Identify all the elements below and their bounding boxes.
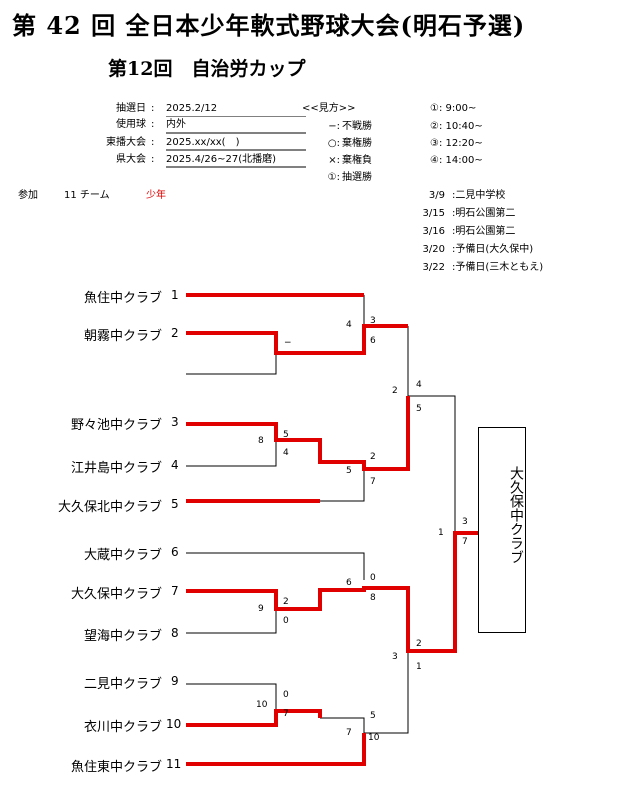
team-name: 江井島中クラブ — [70, 461, 162, 476]
team-name: 魚住中クラブ — [83, 291, 162, 306]
legend-mark: ○: — [327, 138, 340, 149]
score-bottom: 8 — [370, 593, 376, 603]
schedule-date: 3/22 — [422, 262, 445, 273]
team-name: 大久保中クラブ — [70, 587, 162, 602]
score-bottom: 6 — [370, 336, 376, 346]
bye-mark: − — [284, 338, 292, 348]
score-top: 0 — [370, 573, 376, 583]
team-number: 5 — [171, 497, 179, 511]
score-bottom: 4 — [283, 448, 289, 458]
bracket-lines-win — [186, 293, 478, 766]
score-top: 2 — [416, 639, 422, 649]
legend-text: 抽選勝 — [342, 172, 372, 183]
team-number: 9 — [171, 674, 179, 688]
score-bottom: 0 — [283, 616, 289, 626]
tournament-title: 第 42 回 全日本少年軟式野球大会(明石予選) — [12, 11, 526, 40]
info-label-draw-date: 抽選日 — [116, 103, 146, 114]
participation-count: 11 チーム — [64, 190, 110, 201]
score-top: 5 — [283, 430, 289, 440]
score-top: 2 — [283, 597, 289, 607]
legend-text: 棄権負 — [342, 155, 372, 166]
score-bottom: 7 — [370, 477, 376, 487]
score-top: 3 — [462, 517, 468, 527]
team-number: 7 — [171, 584, 179, 598]
match-number: 9 — [258, 604, 264, 614]
info-sep: : — [151, 103, 155, 114]
team-number: 8 — [171, 626, 179, 640]
score-top: 3 — [370, 316, 376, 326]
team-name: 大蔵中クラブ — [83, 548, 162, 563]
score-top: 5 — [370, 711, 376, 721]
schedule-place: :予備日(大久保中) — [452, 244, 534, 255]
score-bottom: 7 — [283, 709, 289, 719]
schedule-date: 3/9 — [428, 190, 445, 201]
info-value-ball: 内外 — [166, 119, 186, 130]
info-sep: : — [151, 137, 155, 148]
match-number: 4 — [346, 320, 352, 330]
team-number: 10 — [166, 717, 182, 731]
schedule-place: :明石公園第二 — [452, 226, 516, 237]
legend-mark: −: — [328, 121, 340, 132]
tournament-subtitle: 第12回 自治労カップ — [108, 58, 306, 80]
team-name: 二見中クラブ — [83, 677, 162, 692]
time-slot-2: ②: 10:40~ — [430, 121, 483, 132]
legend-text: 棄権勝 — [342, 138, 372, 149]
score-bottom: 1 — [416, 662, 422, 672]
legend-mark: ×: — [328, 155, 340, 166]
participation-category: 少年 — [146, 190, 166, 201]
info-label-prefecture: 県大会 — [116, 154, 146, 165]
team-name: 魚住東中クラブ — [70, 760, 162, 775]
score-top: 0 — [283, 690, 289, 700]
match-number: 2 — [392, 386, 398, 396]
info-sep: : — [151, 119, 155, 130]
team-number: 4 — [171, 458, 179, 472]
champion-name: 大久保中クラブ — [508, 466, 524, 564]
team-name: 大久保北中クラブ — [57, 500, 162, 515]
score-bottom: 10 — [368, 733, 380, 743]
match-number: 5 — [346, 466, 352, 476]
time-slot-4: ④: 14:00~ — [430, 155, 483, 166]
participation-label: 参加 — [18, 190, 38, 201]
team-number: 11 — [166, 757, 182, 771]
info-label-ball: 使用球 — [116, 119, 146, 130]
team-number: 2 — [171, 326, 179, 340]
info-underlines — [166, 116, 306, 168]
team-number: 3 — [171, 415, 179, 429]
team-name: 朝霧中クラブ — [83, 329, 162, 344]
match-number: 1 — [438, 528, 444, 538]
match-number: 3 — [392, 652, 398, 662]
schedule-date: 3/16 — [422, 226, 445, 237]
score-top: 4 — [416, 380, 422, 390]
time-slot-3: ③: 12:20~ — [430, 138, 483, 149]
score-top: 2 — [370, 452, 376, 462]
team-name: 野々池中クラブ — [70, 418, 162, 433]
info-sep: : — [151, 154, 155, 165]
team-number: 1 — [171, 288, 179, 302]
info-value-prefecture: 2025.4/26~27(北播磨) — [166, 154, 276, 165]
team-number: 6 — [171, 545, 179, 559]
score-bottom: 7 — [462, 537, 468, 547]
match-number: 10 — [256, 700, 268, 710]
schedule-date: 3/20 — [422, 244, 445, 255]
match-number: 7 — [346, 728, 352, 738]
champion-box: 大久保中クラブ — [478, 427, 526, 633]
match-number: 8 — [258, 436, 264, 446]
team-name: 衣川中クラブ — [83, 720, 162, 735]
legend-mark: ①: — [327, 172, 340, 183]
info-value-tohban: 2025.xx/xx( ) — [166, 137, 240, 148]
time-slot-1: ①: 9:00~ — [430, 103, 477, 114]
schedule-date: 3/15 — [422, 208, 445, 219]
schedule-place: :明石公園第二 — [452, 208, 516, 219]
schedule-place: :二見中学校 — [452, 190, 506, 201]
info-label-tohban: 東播大会 — [106, 137, 146, 148]
score-bottom: 5 — [416, 404, 422, 414]
match-number: 6 — [346, 578, 352, 588]
schedule-place: :予備日(三木ともえ) — [452, 262, 544, 273]
bracket-lines-loss — [186, 295, 456, 734]
info-value-draw-date: 2025.2/12 — [166, 103, 218, 114]
legend-text: 不戦勝 — [342, 121, 372, 132]
legend-title: <<見方>> — [302, 103, 356, 114]
team-name: 望海中クラブ — [83, 629, 162, 644]
